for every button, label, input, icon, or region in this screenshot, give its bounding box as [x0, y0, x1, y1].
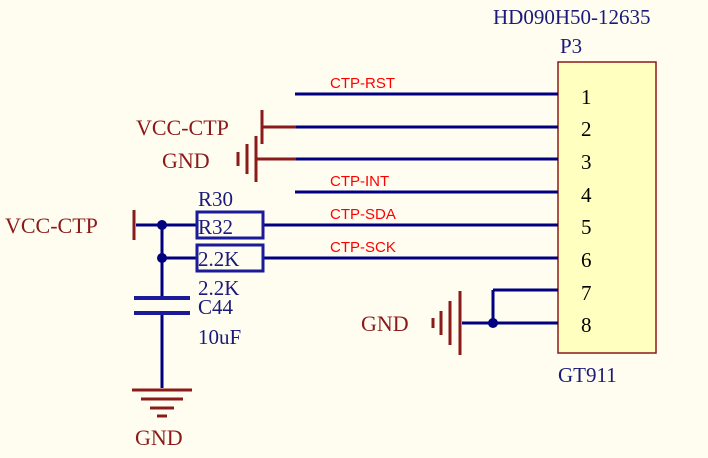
c44-designator: C44 [198, 295, 234, 319]
net-label-ctp-sda: CTP-SDA [330, 206, 396, 223]
capacitor-c44 [134, 296, 190, 315]
power-label-gnd-right: GND [361, 311, 409, 336]
junction-dot [157, 253, 167, 263]
connector-designator: P3 [560, 34, 582, 58]
pin-number: 7 [581, 281, 592, 305]
pin-number: 1 [581, 85, 592, 109]
r32-designator: R32 [198, 215, 233, 239]
pin-number: 5 [581, 215, 592, 239]
pin-number: 2 [581, 117, 592, 141]
r30-designator: R30 [198, 187, 233, 211]
power-label-gnd-top: GND [162, 148, 210, 173]
net-label-ctp-sck: CTP-SCK [330, 239, 396, 256]
resistor-r32 [195, 243, 265, 273]
pin-number: 3 [581, 150, 592, 174]
power-label-vcc-left: VCC-CTP [5, 213, 98, 238]
connector-comment: GT911 [558, 363, 617, 387]
net-label-ctp-rst: CTP-RST [330, 75, 395, 92]
power-label-vcc-top: VCC-CTP [136, 115, 229, 140]
pin-number: 6 [581, 248, 592, 272]
connector-p3-body [557, 61, 657, 354]
r30-value: 2.2K [198, 247, 239, 271]
resistor-r30 [195, 210, 265, 240]
junction-dot [488, 318, 498, 328]
net-label-ctp-int: CTP-INT [330, 173, 389, 190]
pin-number: 8 [581, 313, 592, 337]
connector-part-number: HD090H50-12635 [493, 5, 651, 29]
junction-dot [157, 220, 167, 230]
c44-value: 10uF [198, 325, 241, 349]
r32-value: 2.2K [198, 276, 239, 300]
power-label-gnd-bottom: GND [135, 425, 183, 450]
pin-number: 4 [581, 183, 592, 207]
